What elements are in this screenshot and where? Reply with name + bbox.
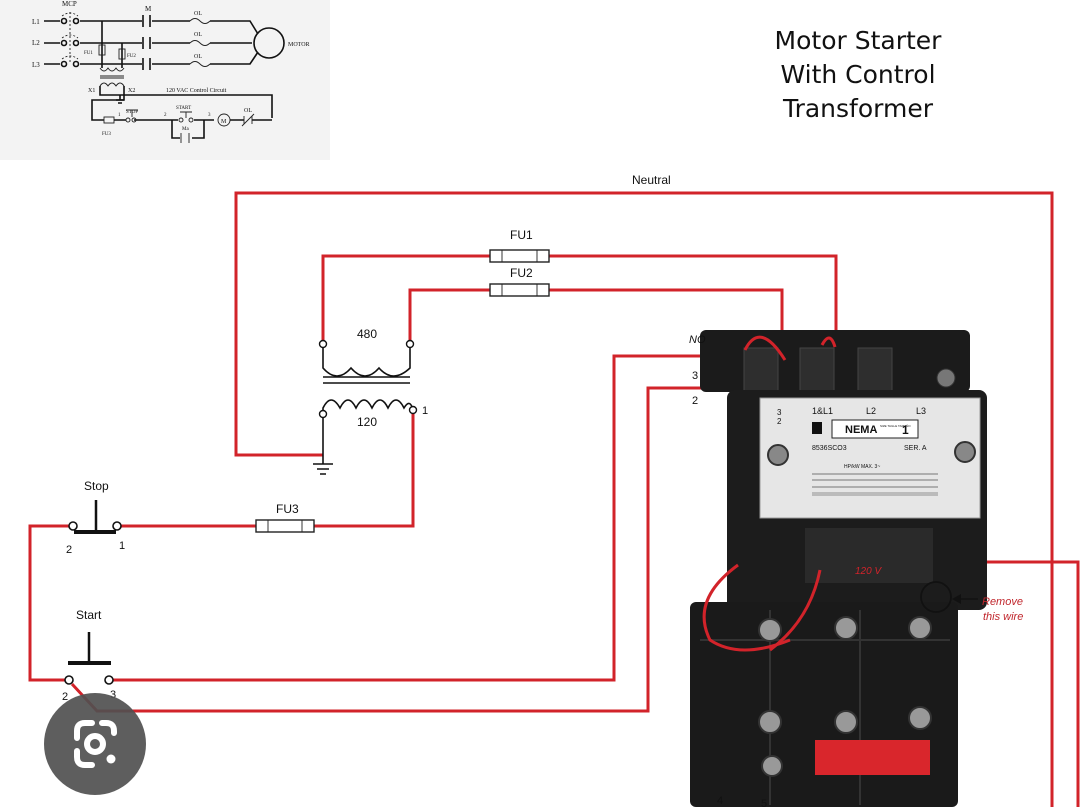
schematic-fu1-label: FU1 [84,51,93,56]
start-pushbutton[interactable]: Start 2 3 [62,608,116,703]
remove-wire-line-1: Remove [982,596,1023,608]
stop-terminal-1: 1 [119,540,125,552]
title-line-2: With Control [780,60,936,89]
schematic-node-3: 3 [208,113,211,118]
stop-terminal-2: 2 [66,544,72,556]
fuse-fu2: FU2 [489,266,550,297]
title-line-1: Motor Starter [774,26,942,55]
terminal-2-label: 2 [692,395,698,407]
neutral-label: Neutral [632,173,671,187]
fuse-fu1: FU1 [489,228,550,263]
google-lens-icon [74,720,117,768]
coil-voltage-label: 120 V [855,566,882,577]
schematic-l1-label: L1 [32,18,40,26]
stop-label: Stop [84,479,109,493]
primary-voltage-label: 480 [357,327,377,341]
schematic-ma-label: Ma [182,127,189,132]
schematic-coil-label: M [221,119,227,125]
start-terminal-2: 2 [62,691,68,703]
schematic-l3-label: L3 [32,61,40,69]
motor-starter: 3 2 1&L1 L2 L3 NEMA SIZE TAILLE TAMAÑO 1… [690,330,987,807]
schematic-fu3-label: FU3 [102,132,111,137]
ground-icon [313,455,333,475]
schematic-x2-label: X2 [128,88,135,94]
starter-t2: 2 [777,417,782,426]
terminal-5-label: 5 [761,798,767,807]
model-number: 8536SCO3 [812,445,847,452]
control-transformer: 480 120 1 [318,327,428,455]
schematic-node-2: 2 [164,113,167,118]
schematic-x1-label: X1 [88,88,95,94]
google-lens-button[interactable] [44,693,146,795]
schematic-mcp-label: MCP [62,0,77,8]
start-label: Start [76,608,102,622]
no-contact-label: NO [689,334,706,346]
nema-size: 1 [902,423,909,437]
schematic-motor-label: MOTOR [288,42,310,48]
schematic-ol-label-1: OL [194,11,202,17]
ladder-schematic: MCP M OL OL OL L1 L2 L3 MOTOR FU1 FU2 X1… [0,0,330,160]
nema-label: NEMA [845,424,877,436]
stop-pushbutton[interactable]: Stop 2 1 [66,479,125,556]
schematic-l2-label: L2 [32,39,40,47]
phase-l2-label: L2 [866,406,876,416]
series-label: SER. A [904,445,927,452]
schematic-start-label: START [176,106,191,111]
fuse-fu3: FU3 [255,502,315,533]
schematic-fu2-label: FU2 [127,54,136,59]
square-d-logo [812,422,822,434]
start-terminal-3: 3 [110,689,116,701]
phase-l1-label: 1&L1 [812,406,833,416]
remove-wire-line-2: this wire [983,611,1023,623]
overload-bar [815,740,930,775]
phase-l3-label: L3 [916,406,926,416]
schematic-control-circuit-label: 120 VAC Control Circuit [166,88,227,94]
arrow-left-icon [952,594,961,604]
fu1-label: FU1 [510,228,533,242]
hp-max-label: HP/kW MAX. 3~ [844,464,880,470]
secondary-terminal-label: 1 [422,405,428,417]
terminal-3-label: 3 [692,370,698,382]
fu3-label: FU3 [276,502,299,516]
starter-t3: 3 [777,408,782,417]
schematic-node-1: 1 [118,113,121,118]
schematic-ol-label-4: OL [244,108,252,114]
diagram-title: Motor Starter With Control Transformer [740,24,976,126]
remove-wire-callout: Remove this wire [920,581,1023,623]
title-line-3: Transformer [782,94,933,123]
fu2-label: FU2 [510,266,533,280]
schematic-m-label: M [145,5,152,13]
schematic-ol-label-2: OL [194,32,202,38]
terminal-4-label: 4 [717,795,723,807]
schematic-ol-label-3: OL [194,54,202,60]
nema-size-small: SIZE TAILLE TAMAÑO [880,423,911,428]
secondary-voltage-label: 120 [357,415,377,429]
